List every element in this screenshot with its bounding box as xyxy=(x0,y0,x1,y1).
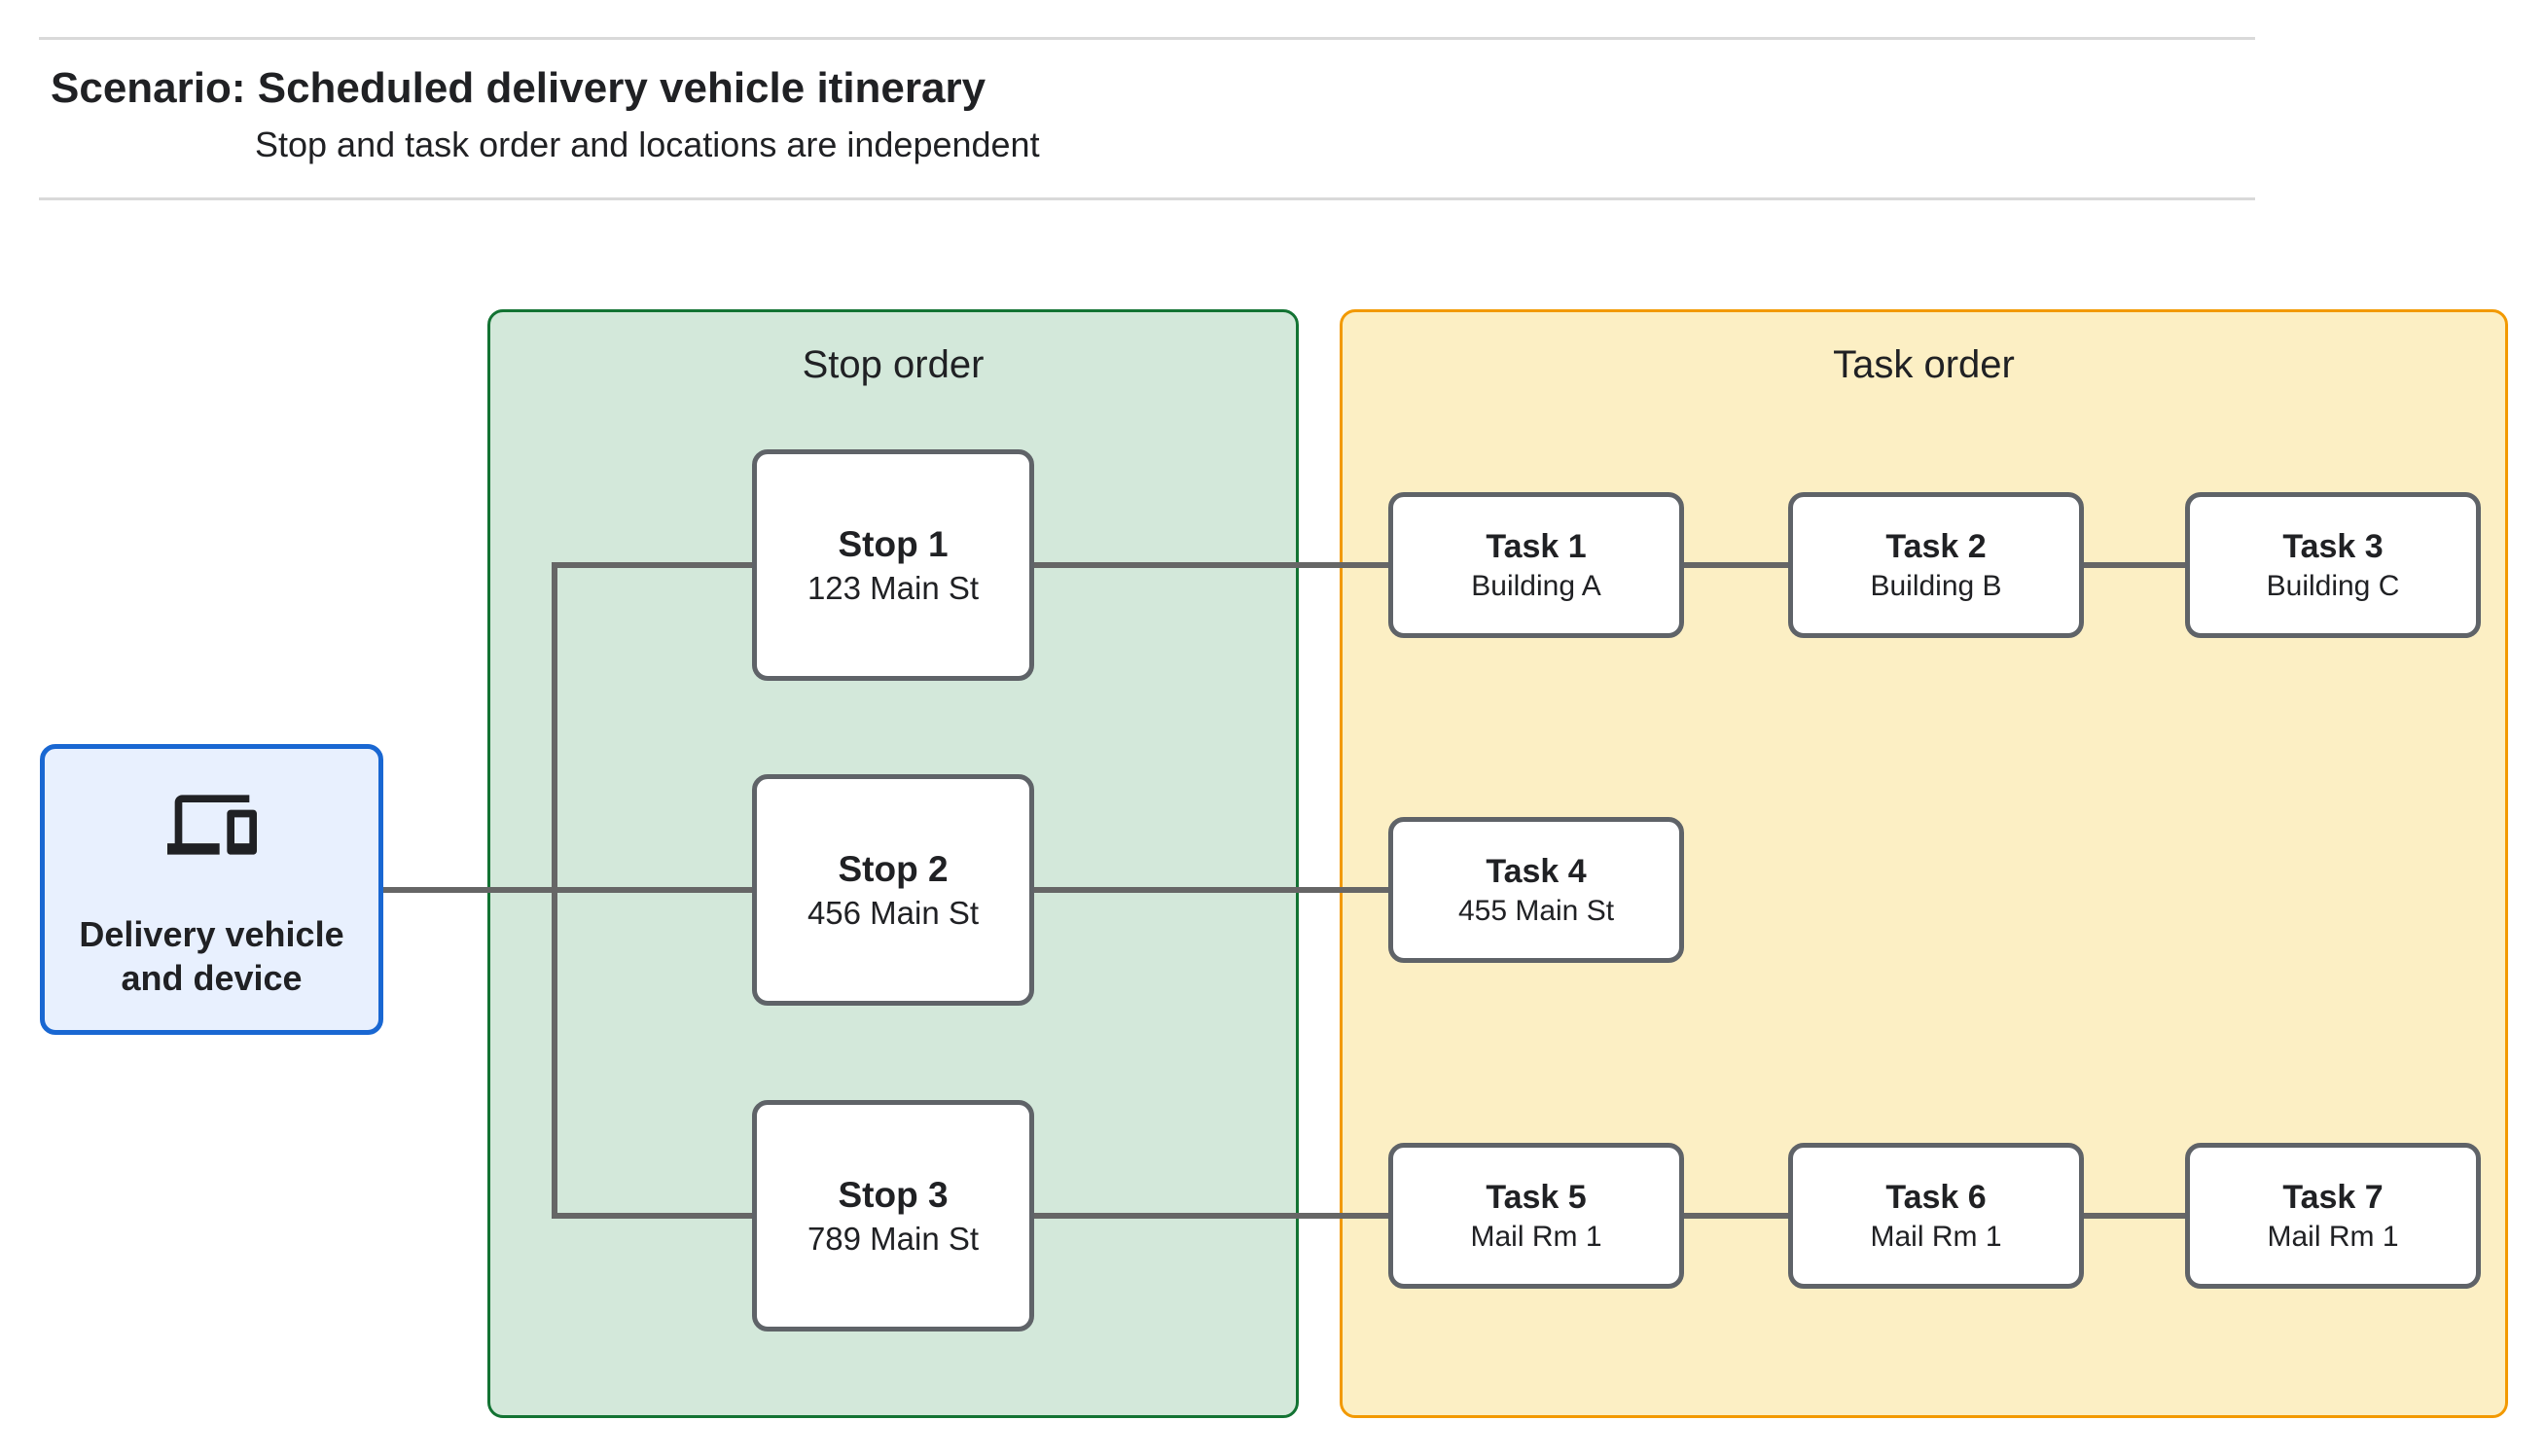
connector-vehicle-to-stop2 xyxy=(383,887,752,893)
page-title: Scenario: Scheduled delivery vehicle iti… xyxy=(51,64,986,112)
task-node-subtitle: Building A xyxy=(1471,569,1601,602)
task-node-title: Task 5 xyxy=(1486,1178,1587,1216)
task-node-1: Task 1 Building A xyxy=(1388,492,1684,638)
task-node-subtitle: 455 Main St xyxy=(1457,894,1615,927)
stop-node-subtitle: 789 Main St xyxy=(807,1220,980,1257)
vehicle-label-line2: and device xyxy=(121,957,303,998)
connector-task2-to-task3 xyxy=(2084,562,2185,568)
connector-trunk-to-stop1 xyxy=(552,562,752,568)
task-node-subtitle: Building C xyxy=(2266,569,2400,602)
connector-trunk-vertical xyxy=(552,562,557,1219)
devices-icon xyxy=(166,794,257,855)
divider-bottom xyxy=(39,197,2255,200)
connector-stop2-to-task4 xyxy=(1034,887,1388,893)
task-node-subtitle: Building B xyxy=(1870,569,2002,602)
task-node-5: Task 5 Mail Rm 1 xyxy=(1388,1143,1684,1289)
task-node-title: Task 4 xyxy=(1486,852,1587,890)
connector-task6-to-task7 xyxy=(2084,1213,2185,1219)
task-node-title: Task 7 xyxy=(2282,1178,2384,1216)
task-node-4: Task 4 455 Main St xyxy=(1388,817,1684,963)
task-node-subtitle: Mail Rm 1 xyxy=(2267,1220,2399,1253)
vehicle-label-line1: Delivery vehicle xyxy=(79,913,344,954)
task-node-3: Task 3 Building C xyxy=(2185,492,2481,638)
page-subtitle: Stop and task order and locations are in… xyxy=(255,124,1040,164)
task-node-7: Task 7 Mail Rm 1 xyxy=(2185,1143,2481,1289)
task-node-title: Task 2 xyxy=(1885,527,1987,565)
task-node-subtitle: Mail Rm 1 xyxy=(1870,1220,2002,1253)
task-node-title: Task 6 xyxy=(1885,1178,1987,1216)
connector-stop1-to-task1 xyxy=(1034,562,1388,568)
vehicle-node-label: Delivery vehicle and device xyxy=(79,912,343,1000)
connector-trunk-to-stop3 xyxy=(552,1213,752,1219)
vehicle-node: Delivery vehicle and device xyxy=(40,744,383,1035)
connector-task5-to-task6 xyxy=(1684,1213,1788,1219)
task-node-subtitle: Mail Rm 1 xyxy=(1470,1220,1602,1253)
stop-node-subtitle: 456 Main St xyxy=(807,894,980,931)
stop-node-title: Stop 1 xyxy=(838,523,949,564)
stop-node-title: Stop 3 xyxy=(838,1174,949,1215)
stop-order-panel-title: Stop order xyxy=(802,343,985,386)
task-node-6: Task 6 Mail Rm 1 xyxy=(1788,1143,2084,1289)
stop-node-title: Stop 2 xyxy=(838,848,949,889)
divider-top xyxy=(39,37,2255,40)
stop-node-2: Stop 2 456 Main St xyxy=(752,774,1034,1006)
stop-node-1: Stop 1 123 Main St xyxy=(752,449,1034,681)
stop-node-3: Stop 3 789 Main St xyxy=(752,1100,1034,1332)
task-node-title: Task 1 xyxy=(1486,527,1587,565)
connector-task1-to-task2 xyxy=(1684,562,1788,568)
task-node-title: Task 3 xyxy=(2282,527,2384,565)
stop-node-subtitle: 123 Main St xyxy=(807,569,980,606)
connector-stop3-to-task5 xyxy=(1034,1213,1388,1219)
task-order-panel-title: Task order xyxy=(1833,343,2015,386)
task-node-2: Task 2 Building B xyxy=(1788,492,2084,638)
